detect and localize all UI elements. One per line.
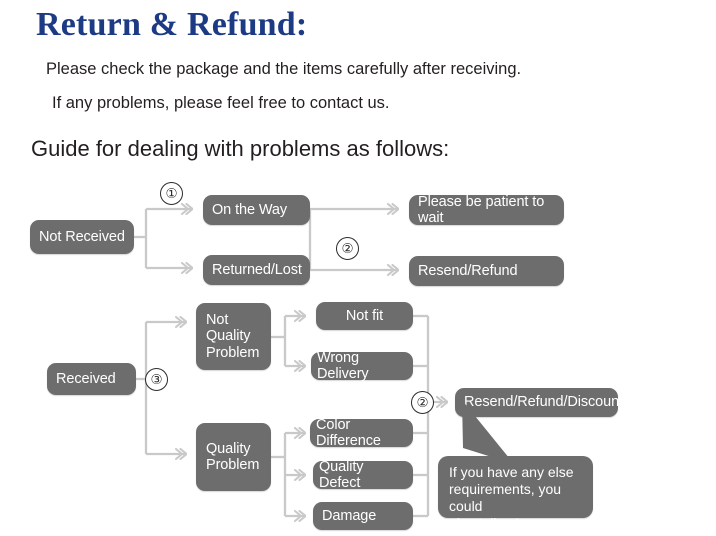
step-marker-3: ③ (145, 368, 168, 391)
node-wrong-delivery[interactable]: Wrong Delivery (311, 350, 413, 382)
node-received[interactable]: Received (47, 363, 136, 395)
step-marker-2-top: ② (336, 237, 359, 260)
intro-line-2: If any problems, please feel free to con… (52, 94, 390, 112)
node-not-received[interactable]: Not Received (30, 220, 134, 254)
node-not-quality-problem[interactable]: Not Quality Problem (196, 303, 271, 370)
step-marker-2-bottom: ② (411, 391, 434, 414)
node-quality-problem[interactable]: Quality Problem (196, 423, 271, 491)
step-marker-1: ① (160, 182, 183, 205)
node-resend-refund[interactable]: Resend/Refund (409, 256, 564, 286)
callout-extra-requirements: If you have any else requirements, you c… (438, 456, 593, 531)
node-quality-defect[interactable]: Quality Defect (313, 459, 413, 491)
node-returned-lost[interactable]: Returned/Lost (203, 255, 310, 285)
node-damage[interactable]: Damage (313, 502, 413, 530)
node-resend-refund-discount[interactable]: Resend/Refund/Discount (455, 388, 623, 417)
guide-heading: Guide for dealing with problems as follo… (31, 136, 450, 161)
node-on-the-way[interactable]: On the Way (203, 195, 310, 225)
node-please-be-patient-to-wait[interactable]: Please be patient to wait (409, 194, 564, 226)
page-title: Return & Refund: (36, 6, 308, 43)
node-not-fit[interactable]: Not fit (316, 302, 413, 330)
node-color-difference[interactable]: Color Difference (310, 417, 413, 449)
intro-line-1: Please check the package and the items c… (46, 60, 522, 78)
